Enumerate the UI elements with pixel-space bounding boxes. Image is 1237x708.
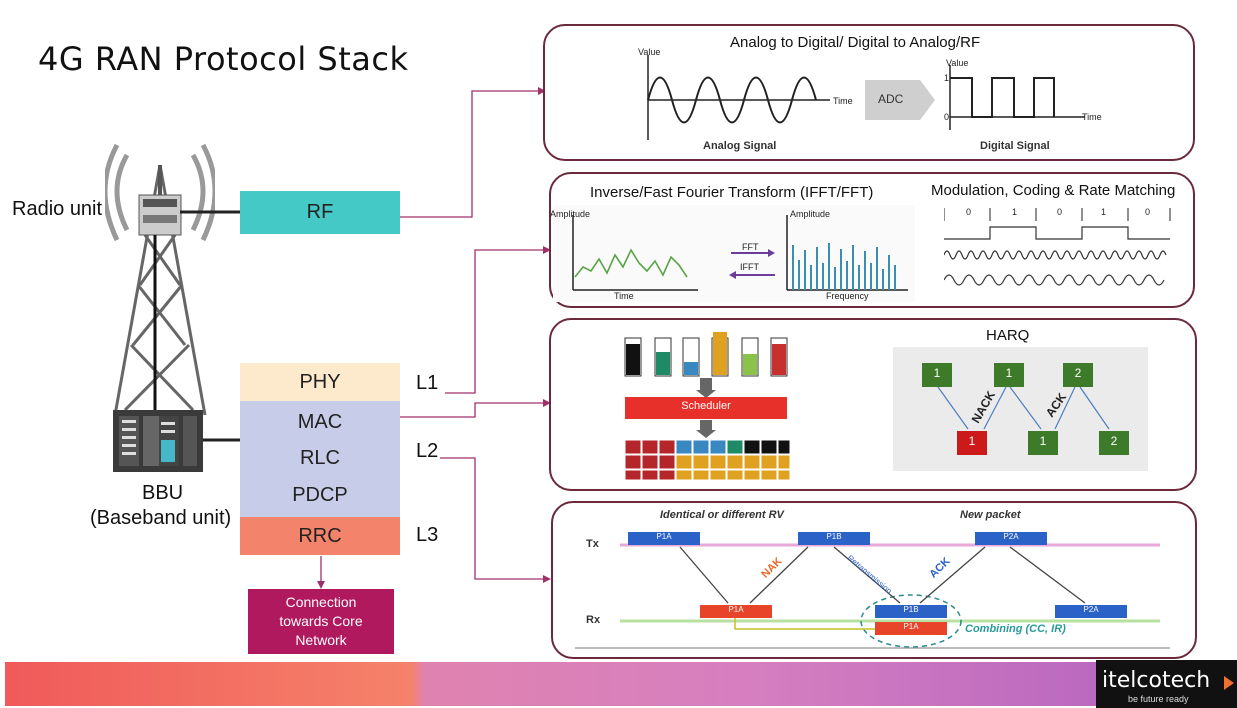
fft-frequency-label: Frequency bbox=[826, 291, 869, 301]
harq-timeline-diagram bbox=[575, 532, 1170, 649]
adc-panel-title: Analog to Digital/ Digital to Analog/RF bbox=[730, 34, 981, 51]
modulation-panel-title: Modulation, Coding & Rate Matching bbox=[931, 182, 1176, 199]
rrc-layer: RRC bbox=[240, 517, 400, 555]
packet-p1b-rx: P1B bbox=[903, 605, 919, 614]
analog-signal-caption: Analog Signal bbox=[703, 140, 777, 152]
fft-arrow-label: FFT bbox=[742, 242, 759, 252]
timeline-new-packet-label: New packet bbox=[960, 509, 1021, 521]
harq-tx-2: 1 bbox=[1005, 366, 1013, 380]
radio-unit-label: Radio unit bbox=[12, 198, 103, 220]
mac-layer: MAC bbox=[297, 411, 343, 433]
l2-layer-group bbox=[240, 401, 400, 517]
fft-time-label: Time bbox=[614, 291, 634, 301]
l3-label: L3 bbox=[416, 524, 439, 546]
itelcotech-logo: itelcotech be future ready bbox=[1096, 660, 1237, 708]
harq-diagram bbox=[893, 347, 1148, 471]
packet-p2a-rx: P2A bbox=[1083, 605, 1099, 614]
page-title: 4G RAN Protocol Stack bbox=[38, 40, 409, 78]
bbu-illustration bbox=[113, 410, 203, 472]
timeline-combining-label: Combining (CC, IR) bbox=[965, 623, 1066, 635]
logo-tagline: be future ready bbox=[1128, 694, 1189, 704]
logo-name: itelcotech bbox=[1102, 668, 1211, 693]
harq-title: HARQ bbox=[986, 327, 1030, 344]
rlc-layer: RLC bbox=[299, 447, 340, 469]
pdcp-layer: PDCP bbox=[292, 484, 348, 506]
harq-rx-2: 1 bbox=[1039, 434, 1047, 448]
modulation-diagram bbox=[944, 208, 1171, 286]
bit-3: 1 bbox=[1101, 207, 1107, 217]
digital-tick-1: 1 bbox=[944, 73, 950, 83]
digital-time-label: Time bbox=[1082, 112, 1102, 122]
packet-p1a-rx: P1A bbox=[728, 605, 744, 614]
fft-amplitude-left: Amplitude bbox=[550, 209, 591, 219]
scheduler-diagram bbox=[624, 332, 790, 480]
harq-rx-1: 1 bbox=[968, 434, 976, 448]
play-icon bbox=[1224, 676, 1234, 690]
bit-1: 1 bbox=[1012, 207, 1018, 217]
timeline-rx-label: Rx bbox=[586, 614, 601, 626]
timeline-tx-label: Tx bbox=[586, 538, 599, 550]
core-network-box: Connection towards Core Network bbox=[248, 589, 394, 654]
adc-diagram bbox=[647, 55, 1085, 140]
harq-timeline-panel bbox=[551, 501, 1197, 659]
adc-value-label: Value bbox=[638, 47, 661, 57]
bbu-sublabel: (Baseband unit) bbox=[90, 507, 232, 529]
scheduler-label: Scheduler bbox=[681, 400, 731, 412]
timeline-identical-label: Identical or different RV bbox=[660, 509, 784, 521]
rf-layer: RF bbox=[240, 191, 400, 234]
fft-panel-title: Inverse/Fast Fourier Transform (IFFT/FFT… bbox=[590, 184, 874, 201]
ifft-arrow-label: IFFT bbox=[740, 262, 759, 272]
l1-label: L1 bbox=[416, 372, 439, 394]
harq-tx-1: 1 bbox=[933, 366, 941, 380]
fft-diagram bbox=[553, 205, 915, 302]
packet-p2a-tx: P2A bbox=[1003, 532, 1019, 541]
packet-p1a-tx: P1A bbox=[656, 532, 672, 541]
radio-tower-illustration bbox=[105, 143, 215, 416]
adc-converter-label: ADC bbox=[878, 92, 904, 106]
footer-gradient-bar bbox=[5, 662, 1237, 706]
bit-4: 0 bbox=[1145, 207, 1151, 217]
adc-value-label-right: Value bbox=[946, 58, 969, 68]
digital-tick-0: 0 bbox=[944, 112, 950, 122]
harq-tx-3: 2 bbox=[1074, 366, 1082, 380]
bbu-label: BBU bbox=[142, 482, 184, 504]
harq-rx-3: 2 bbox=[1110, 434, 1118, 448]
packet-p1b-tx: P1B bbox=[826, 532, 842, 541]
phy-layer: PHY bbox=[240, 363, 400, 401]
l2-label: L2 bbox=[416, 440, 439, 462]
bit-0: 0 bbox=[966, 207, 972, 217]
packet-p1a-combined: P1A bbox=[903, 622, 919, 631]
adc-time-label: Time bbox=[833, 96, 853, 106]
bit-2: 0 bbox=[1057, 207, 1063, 217]
fft-amplitude-right: Amplitude bbox=[790, 209, 831, 219]
digital-signal-caption: Digital Signal bbox=[980, 140, 1050, 152]
